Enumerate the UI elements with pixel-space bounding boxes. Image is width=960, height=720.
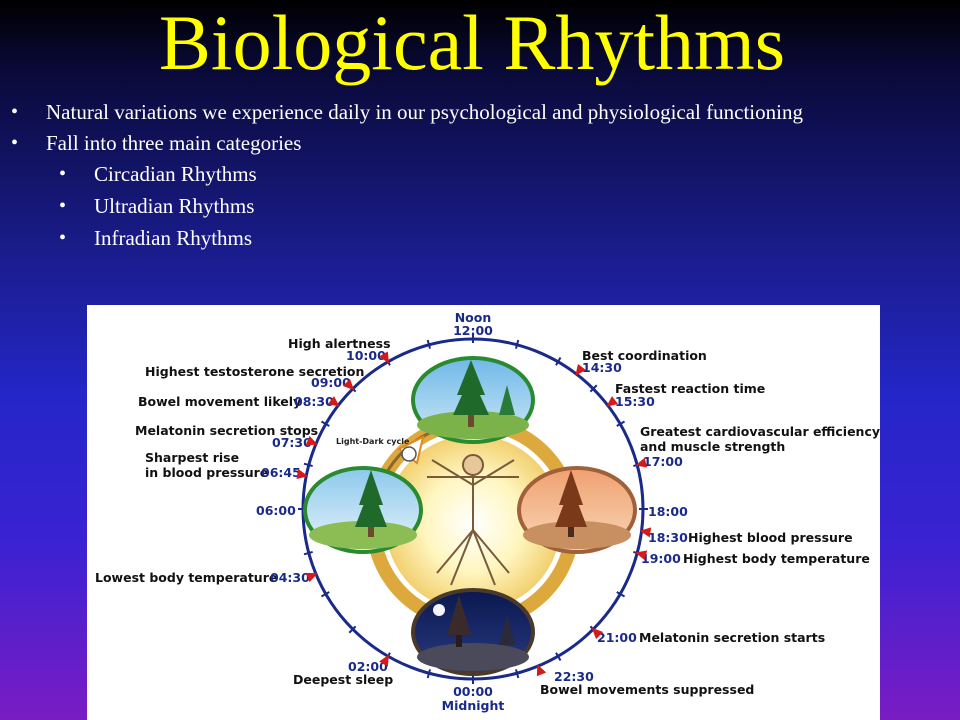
cycle-label: Light-Dark cycle bbox=[336, 437, 410, 446]
event-time: 00:00 bbox=[453, 684, 493, 699]
event-arrow-icon bbox=[606, 396, 619, 407]
event-label: Deepest sleep bbox=[293, 672, 393, 687]
event-time: 15:30 bbox=[615, 394, 655, 409]
clock-tick bbox=[514, 339, 520, 349]
circadian-clock-diagram: Light-Dark cycle bbox=[87, 305, 880, 720]
sub-bullet-item: • Infradian Rhythms bbox=[0, 226, 940, 251]
event-label: High alertness bbox=[288, 336, 391, 351]
dawn-scene-icon bbox=[303, 466, 423, 554]
clock-tick bbox=[426, 339, 432, 349]
event-time: 04:30 bbox=[270, 570, 310, 585]
bullet-item: • Fall into three main categories bbox=[0, 131, 940, 156]
clock-tick bbox=[589, 384, 598, 393]
event-time: 18:00 bbox=[648, 504, 688, 519]
clock-tick bbox=[303, 550, 313, 556]
clock-tick bbox=[320, 420, 330, 427]
sub-bullet-text: Infradian Rhythms bbox=[94, 226, 253, 250]
clock-tick bbox=[514, 669, 520, 679]
event-time: 09:00 bbox=[311, 375, 351, 390]
event-arrow-icon bbox=[305, 435, 318, 446]
event-label: and muscle strength bbox=[640, 439, 785, 454]
clock-tick bbox=[426, 669, 432, 679]
bullet-text: Natural variations we experience daily i… bbox=[46, 100, 803, 124]
event-label: Bowel movements suppressed bbox=[540, 682, 754, 697]
dusk-scene-icon bbox=[517, 466, 637, 554]
event-arrow-icon bbox=[639, 527, 652, 538]
bullet-text: Fall into three main categories bbox=[46, 131, 302, 155]
midnight-label: Midnight bbox=[442, 698, 505, 713]
event-arrow-icon bbox=[305, 572, 318, 583]
event-label: Highest body temperature bbox=[683, 551, 870, 566]
event-arrow-icon bbox=[591, 627, 604, 640]
bullet-list: • Natural variations we experience daily… bbox=[0, 100, 940, 258]
small-clock-icon bbox=[401, 446, 417, 462]
noon-label: Noon bbox=[455, 310, 492, 325]
event-time: 19:00 bbox=[641, 551, 681, 566]
sub-bullet-item: • Ultradian Rhythms bbox=[0, 194, 940, 219]
sub-bullet-text: Ultradian Rhythms bbox=[94, 194, 255, 218]
bullet-glyph: • bbox=[59, 195, 67, 217]
bullet-glyph: • bbox=[59, 227, 67, 249]
bullet-glyph: • bbox=[11, 132, 19, 154]
event-label: Greatest cardiovascular efficiency bbox=[640, 424, 880, 439]
event-label: in blood pressure bbox=[145, 465, 268, 480]
event-label: Melatonin secretion starts bbox=[639, 630, 825, 645]
bullet-item: • Natural variations we experience daily… bbox=[0, 100, 940, 125]
event-arrow-icon bbox=[635, 457, 648, 468]
event-arrows bbox=[296, 351, 652, 677]
event-arrow-icon bbox=[575, 363, 586, 376]
event-time: 21:00 bbox=[597, 630, 637, 645]
clock-tick bbox=[303, 462, 313, 468]
event-labels: Noon 12:00 High alertness 10:00 Highest … bbox=[95, 310, 880, 713]
bullet-glyph: • bbox=[59, 163, 67, 185]
clock-tick bbox=[555, 652, 562, 662]
event-arrow-icon bbox=[296, 469, 309, 479]
event-label: Sharpest rise bbox=[145, 450, 239, 465]
event-time: 06:45 bbox=[261, 465, 301, 480]
slide-title: Biological Rhythms bbox=[158, 0, 786, 86]
event-arrow-icon bbox=[379, 654, 389, 667]
clock-tick bbox=[348, 625, 357, 634]
clock-svg: Light-Dark cycle bbox=[95, 310, 880, 713]
event-arrow-icon bbox=[327, 396, 340, 407]
clock-tick bbox=[555, 356, 562, 366]
human-figure-icon bbox=[427, 454, 519, 586]
event-time: 14:30 bbox=[582, 360, 622, 375]
sub-bullet-text: Circadian Rhythms bbox=[94, 162, 257, 186]
event-time: 06:00 bbox=[256, 503, 296, 518]
event-time: 12:00 bbox=[453, 323, 493, 338]
sub-bullet-item: • Circadian Rhythms bbox=[0, 162, 940, 187]
event-time: 22:30 bbox=[554, 669, 594, 684]
midnight-scene-icon bbox=[411, 588, 535, 676]
event-label: Melatonin secretion stops bbox=[135, 423, 318, 438]
event-arrow-icon bbox=[379, 351, 389, 364]
event-time: 07:30 bbox=[272, 435, 312, 450]
event-label: Best coordination bbox=[582, 348, 707, 363]
clock-tick bbox=[616, 591, 626, 598]
event-time: 17:00 bbox=[643, 454, 683, 469]
event-time: 10:00 bbox=[346, 348, 386, 363]
event-arrow-icon bbox=[536, 664, 547, 677]
event-arrow-icon bbox=[342, 378, 355, 391]
event-label: Highest blood pressure bbox=[688, 530, 853, 545]
event-label: Highest testosterone secretion bbox=[145, 364, 364, 379]
event-time: 08:30 bbox=[294, 394, 334, 409]
noon-scene-icon bbox=[411, 356, 535, 444]
clock-tick bbox=[616, 420, 626, 427]
event-label: Lowest body temperature bbox=[95, 570, 277, 585]
event-time: 18:30 bbox=[648, 530, 688, 545]
event-time: 02:00 bbox=[348, 659, 388, 674]
bullet-glyph: • bbox=[11, 101, 19, 123]
event-arrow-icon bbox=[635, 550, 648, 561]
clock-tick bbox=[320, 591, 330, 598]
event-label: Bowel movement likely bbox=[138, 394, 301, 409]
event-label: Fastest reaction time bbox=[615, 381, 765, 396]
